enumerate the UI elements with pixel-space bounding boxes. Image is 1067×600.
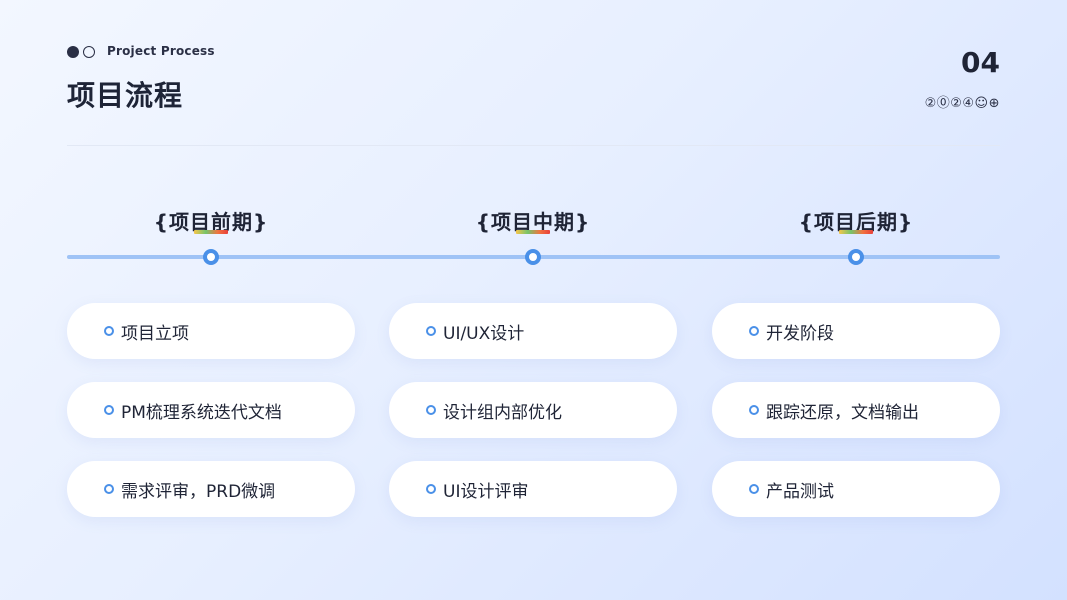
task-card: 开发阶段 (712, 303, 1000, 359)
task-label: 跟踪还原，文档输出 (766, 402, 919, 423)
timeline-node-middle (525, 249, 541, 265)
bullet-circle-icon (104, 484, 114, 494)
bullet-circle-icon (749, 405, 759, 415)
year-badge: ②⓪②④☺⊕ (924, 96, 1000, 111)
task-label: UI设计评审 (443, 481, 529, 502)
task-label: 需求评审，PRD微调 (121, 481, 276, 502)
task-label: 开发阶段 (766, 323, 834, 344)
task-label: 设计组内部优化 (443, 402, 562, 423)
task-card: 产品测试 (712, 461, 1000, 517)
filled-circle-icon (67, 46, 79, 58)
bullet-circle-icon (104, 405, 114, 415)
page-title: 项目流程 (67, 79, 184, 112)
phase-underline-late (839, 230, 873, 234)
task-card: PM梳理系统迭代文档 (67, 382, 355, 438)
bullet-circle-icon (426, 405, 436, 415)
page-number: 04 (961, 46, 1000, 79)
bullet-circle-icon (104, 326, 114, 336)
task-label: 项目立项 (121, 323, 189, 344)
task-label: UI/UX设计 (443, 323, 525, 344)
outline-circle-icon (83, 46, 95, 58)
decorative-dots (67, 46, 95, 58)
bullet-circle-icon (426, 326, 436, 336)
timeline-node-early (203, 249, 219, 265)
timeline-node-late (848, 249, 864, 265)
header-divider (67, 145, 1000, 146)
task-card: UI设计评审 (389, 461, 677, 517)
task-card: UI/UX设计 (389, 303, 677, 359)
task-card: 设计组内部优化 (389, 382, 677, 438)
task-card: 需求评审，PRD微调 (67, 461, 355, 517)
bullet-circle-icon (749, 326, 759, 336)
task-card: 项目立项 (67, 303, 355, 359)
bullet-circle-icon (749, 484, 759, 494)
bullet-circle-icon (426, 484, 436, 494)
task-card: 跟踪还原，文档输出 (712, 382, 1000, 438)
page-subtitle: Project Process (107, 44, 215, 58)
task-label: PM梳理系统迭代文档 (121, 402, 282, 423)
phase-underline-middle (516, 230, 550, 234)
phase-underline-early (194, 230, 228, 234)
task-label: 产品测试 (766, 481, 834, 502)
